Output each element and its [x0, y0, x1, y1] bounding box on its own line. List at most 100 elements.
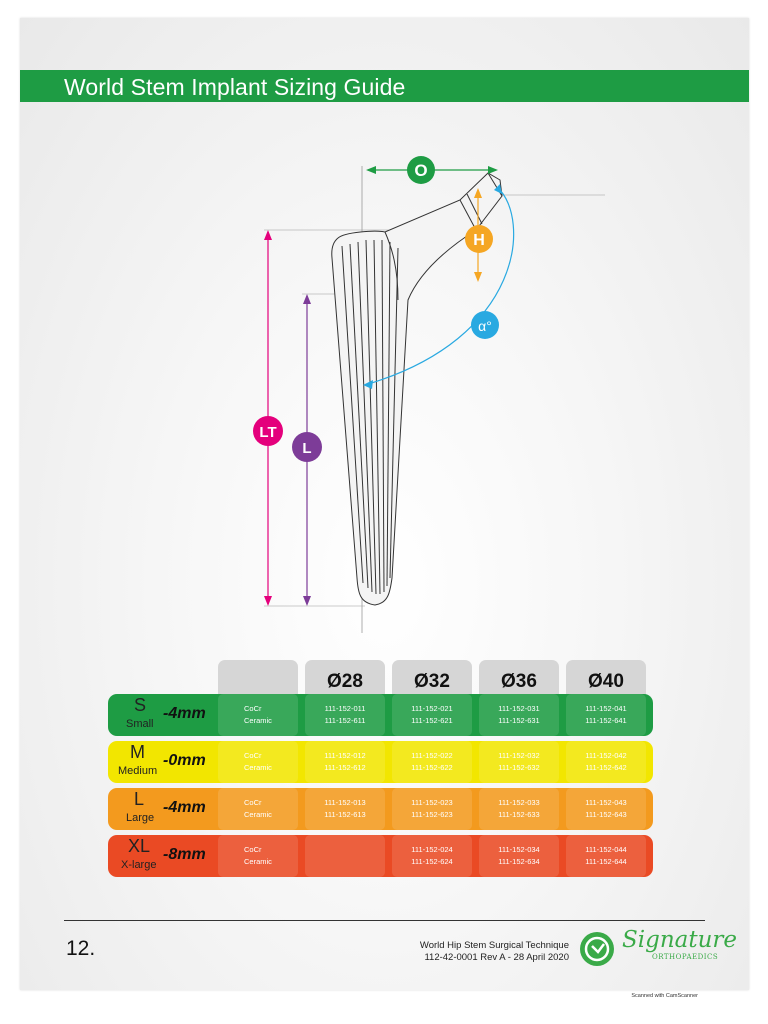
part-number: 111-152-042: [585, 751, 627, 760]
part-cell-d28: 111-152-012 111-152-612: [305, 741, 385, 783]
part-cell-d40: 111-152-043 111-152-643: [566, 788, 646, 830]
part-number: 111-152-613: [324, 810, 366, 819]
part-cell-d36: 111-152-033 111-152-633: [479, 788, 559, 830]
size-label: L Large -4mm: [108, 788, 218, 830]
page-number: 12.: [66, 937, 96, 960]
material-ceramic: Ceramic: [244, 857, 272, 866]
part-number: 111-152-612: [324, 763, 366, 772]
height-label-circle: [465, 225, 493, 253]
height-arrow-bottom: [474, 272, 482, 282]
part-number: 111-152-631: [498, 716, 540, 725]
material-cocr: CoCr: [244, 704, 262, 713]
part-number: 111-152-022: [411, 751, 453, 760]
material-cell: CoCr Ceramic: [218, 788, 298, 830]
part-cell-d40: 111-152-044 111-152-644: [566, 835, 646, 877]
size-word: Large: [126, 812, 155, 824]
lt-label-circle: [253, 416, 283, 446]
material-cell: CoCr Ceramic: [218, 694, 298, 736]
size-offset: -8mm: [163, 846, 206, 863]
part-cell-d36: 111-152-034 111-152-634: [479, 835, 559, 877]
l-label: L: [302, 440, 311, 457]
part-number: 111-152-032: [498, 751, 540, 760]
size-label: M Medium -0mm: [108, 741, 218, 783]
size-row-small: S Small -4mm CoCr Ceramic 111-152-011 11…: [108, 694, 653, 736]
material-cocr: CoCr: [244, 845, 262, 854]
material-cell: CoCr Ceramic: [218, 835, 298, 877]
size-word: Small: [126, 718, 154, 730]
size-letter: S: [134, 695, 147, 715]
part-number: 111-152-642: [585, 763, 627, 772]
part-cell-d28: [305, 835, 385, 877]
part-cell-d32: 111-152-024 111-152-624: [392, 835, 472, 877]
title-bar: World Stem Implant Sizing Guide: [20, 70, 749, 102]
height-arrow-top: [474, 188, 482, 198]
part-cell-d36: 111-152-031 111-152-631: [479, 694, 559, 736]
size-offset: -0mm: [163, 752, 206, 769]
part-number: 111-152-621: [411, 716, 453, 725]
material-cocr: CoCr: [244, 798, 262, 807]
size-offset: -4mm: [163, 799, 206, 816]
size-word: X-large: [121, 859, 157, 871]
page-title: World Stem Implant Sizing Guide: [64, 74, 406, 100]
size-word: Medium: [118, 765, 158, 777]
part-number: 111-152-644: [585, 857, 627, 866]
part-number: 111-152-632: [498, 763, 540, 772]
size-row-large: L Large -4mm CoCr Ceramic 111-152-013 11…: [108, 788, 653, 830]
height-label: H: [473, 232, 485, 249]
part-cell-d28: 111-152-011 111-152-611: [305, 694, 385, 736]
part-number: 111-152-623: [411, 810, 453, 819]
l-arrow-bottom: [303, 596, 311, 606]
angle-label-circle: [471, 311, 499, 339]
part-number: 111-152-622: [411, 763, 453, 772]
part-number: 111-152-024: [411, 845, 453, 854]
size-label: XL X-large -8mm: [108, 835, 218, 877]
material-cocr: CoCr: [244, 751, 262, 760]
size-letter: M: [130, 742, 145, 762]
angle-arrow-top: [494, 184, 502, 194]
part-number: 111-152-034: [498, 845, 540, 854]
size-letter: XL: [128, 836, 151, 856]
lt-arrow-top: [264, 230, 272, 240]
part-cell-d28: 111-152-013 111-152-613: [305, 788, 385, 830]
stem-body: [331, 172, 503, 606]
size-offset: -4mm: [163, 705, 206, 722]
l-arrow-top: [303, 294, 311, 304]
part-number: 111-152-021: [411, 704, 453, 713]
document-page: World Stem Implant Sizing Guide: [20, 18, 749, 990]
l-label-circle: [292, 432, 322, 462]
part-number: 111-152-634: [498, 857, 540, 866]
part-number: 111-152-041: [585, 704, 627, 713]
part-number: 111-152-643: [585, 810, 627, 819]
part-number: 111-152-012: [324, 751, 366, 760]
part-number: 111-152-611: [324, 716, 366, 725]
material-ceramic: Ceramic: [244, 763, 272, 772]
footer-doc-info: World Hip Stem Surgical Technique 112-42…: [420, 940, 569, 964]
doc-title: World Hip Stem Surgical Technique: [419, 940, 569, 951]
size-row-xlarge: XL X-large -8mm CoCr Ceramic 111-152-024…: [108, 835, 653, 877]
size-row-medium: M Medium -0mm CoCr Ceramic 111-152-012 1…: [108, 741, 653, 783]
angle-arc: [364, 187, 515, 386]
lt-arrow-bottom: [264, 596, 272, 606]
logo-subtitle: ORTHOPAEDICS: [652, 953, 719, 961]
part-cell-d32: 111-152-022 111-152-622: [392, 741, 472, 783]
part-number: 111-152-023: [411, 798, 453, 807]
material-ceramic: Ceramic: [244, 716, 272, 725]
part-cell-d40: 111-152-041 111-152-641: [566, 694, 646, 736]
logo-wordmark: Signature: [622, 927, 738, 953]
part-number: 111-152-043: [585, 798, 627, 807]
part-number: 111-152-624: [411, 857, 453, 866]
offset-arrow-right: [488, 166, 498, 174]
size-label: S Small -4mm: [108, 694, 218, 736]
part-number: 111-152-641: [585, 716, 627, 725]
part-cell-d40: 111-152-042 111-152-642: [566, 741, 646, 783]
offset-label: O: [414, 161, 427, 180]
part-cell-d32: 111-152-023 111-152-623: [392, 788, 472, 830]
signature-logo-icon: [580, 932, 614, 966]
part-cell-d36: 111-152-032 111-152-632: [479, 741, 559, 783]
part-number: 111-152-633: [498, 810, 540, 819]
doc-reference: 112-42-0001 Rev A - 28 April 2020: [424, 952, 569, 963]
footer-divider: [64, 920, 705, 921]
part-number: 111-152-013: [324, 798, 366, 807]
part-number: 111-152-044: [585, 845, 627, 854]
part-number: 111-152-011: [324, 704, 366, 713]
